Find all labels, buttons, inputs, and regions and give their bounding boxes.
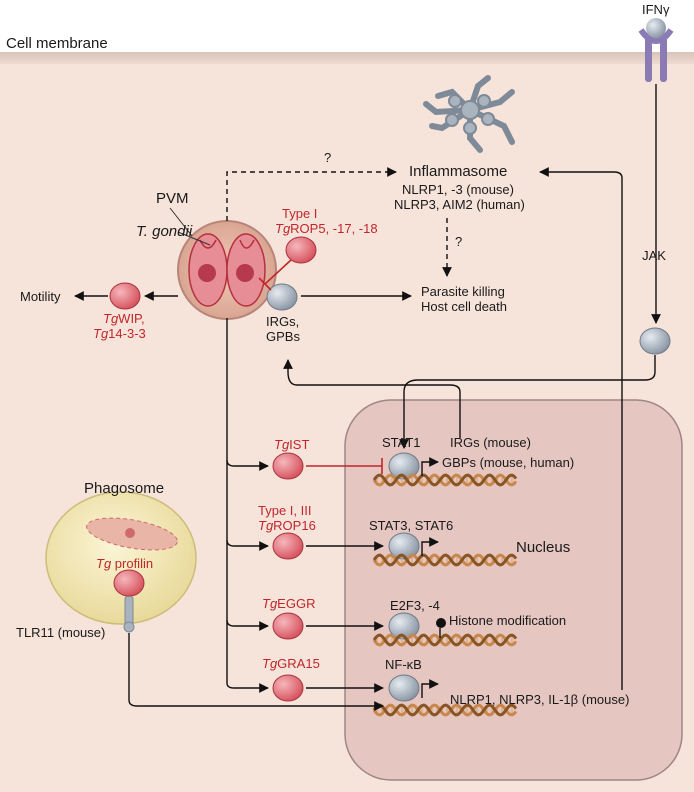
rop5-label: TgROP5, -17, -18 xyxy=(275,221,378,236)
dna-helix-1 xyxy=(372,473,518,487)
t-gondii-label: T. gondii xyxy=(136,223,193,240)
rop16-effector-icon xyxy=(272,532,304,560)
host-death-label: Host cell death xyxy=(421,299,507,314)
profilin-label: Tg profilin xyxy=(96,556,153,571)
pvm-pointer xyxy=(169,207,193,237)
phagosome-label: Phagosome xyxy=(84,480,164,497)
nucleus-label: Nucleus xyxy=(516,539,570,556)
pvm-parasite-icon xyxy=(177,220,277,320)
stat3-label: STAT3, STAT6 xyxy=(369,518,453,533)
nlrp-human-label: NLRP3, AIM2 (human) xyxy=(394,197,525,212)
e2f3-icon xyxy=(388,612,420,640)
nfkb-icon xyxy=(388,674,420,702)
tg1433-label: Tg14-3-3 xyxy=(93,326,146,341)
histone-mark-icon xyxy=(436,618,446,628)
tlr11-label: TLR11 (mouse) xyxy=(16,625,105,640)
gra15-label: TgGRA15 xyxy=(262,656,320,671)
gra15-effector-icon xyxy=(272,674,304,702)
inflammasome-icon xyxy=(423,75,515,153)
jak-icon xyxy=(639,327,671,355)
profilin-effector-icon xyxy=(113,569,145,597)
stat1-label: STAT1 xyxy=(382,435,421,450)
gpbs-label: GPBs xyxy=(266,329,300,344)
eggr-label: TgEGGR xyxy=(262,596,315,611)
rop5-effector-icon xyxy=(285,236,317,264)
question-mark-1: ? xyxy=(324,150,331,165)
promoter-arrows xyxy=(421,457,439,698)
dna-helices xyxy=(372,473,518,717)
stat3-stat6-icon xyxy=(388,532,420,560)
inhibition-lines xyxy=(258,259,383,474)
question-mark-2: ? xyxy=(455,234,462,249)
irgs-label: IRGs, xyxy=(266,314,299,329)
nlrp-output-label: NLRP1, NLRP3, IL-1β (mouse) xyxy=(450,692,629,707)
pathway-arrows xyxy=(74,84,661,711)
eggr-effector-icon xyxy=(272,612,304,640)
rop16-label: TgROP16 xyxy=(258,518,316,533)
nlrp-mouse-label: NLRP1, -3 (mouse) xyxy=(402,182,514,197)
type-i-iii-label: Type I, III xyxy=(258,503,311,518)
cell-membrane-label: Cell membrane xyxy=(6,35,108,52)
gbps-label: GBPs (mouse, human) xyxy=(442,455,574,470)
ifn-gamma-receptor-icon xyxy=(638,18,674,82)
tgondii-pointer xyxy=(177,231,211,246)
nfkb-label: NF-κB xyxy=(385,657,422,672)
tgist-effector-icon xyxy=(272,452,304,480)
irg-gbp-icon xyxy=(266,283,298,311)
wip-effector-icon xyxy=(109,282,141,310)
inflammasome-label: Inflammasome xyxy=(409,163,507,180)
dna-helix-3 xyxy=(372,633,518,647)
stat1-icon xyxy=(388,452,420,480)
type-i-label: Type I xyxy=(282,206,317,221)
jak-label: JAK xyxy=(642,248,666,263)
pvm-label: PVM xyxy=(156,190,189,207)
dna-helix-2 xyxy=(372,553,518,567)
tgist-label: TgIST xyxy=(274,437,309,452)
ifn-gamma-label: IFNγ xyxy=(642,2,670,17)
cell-membrane-band xyxy=(0,52,694,64)
e2f3-label: E2F3, -4 xyxy=(390,598,440,613)
motility-label: Motility xyxy=(20,289,61,304)
parasite-killing-label: Parasite killing xyxy=(421,284,505,299)
histone-label: Histone modification xyxy=(449,613,566,628)
wip-label: TgWIP, xyxy=(103,311,145,326)
phagosome xyxy=(45,491,197,625)
irgs-mouse-label: IRGs (mouse) xyxy=(450,435,531,450)
dna-helix-4 xyxy=(372,703,518,717)
